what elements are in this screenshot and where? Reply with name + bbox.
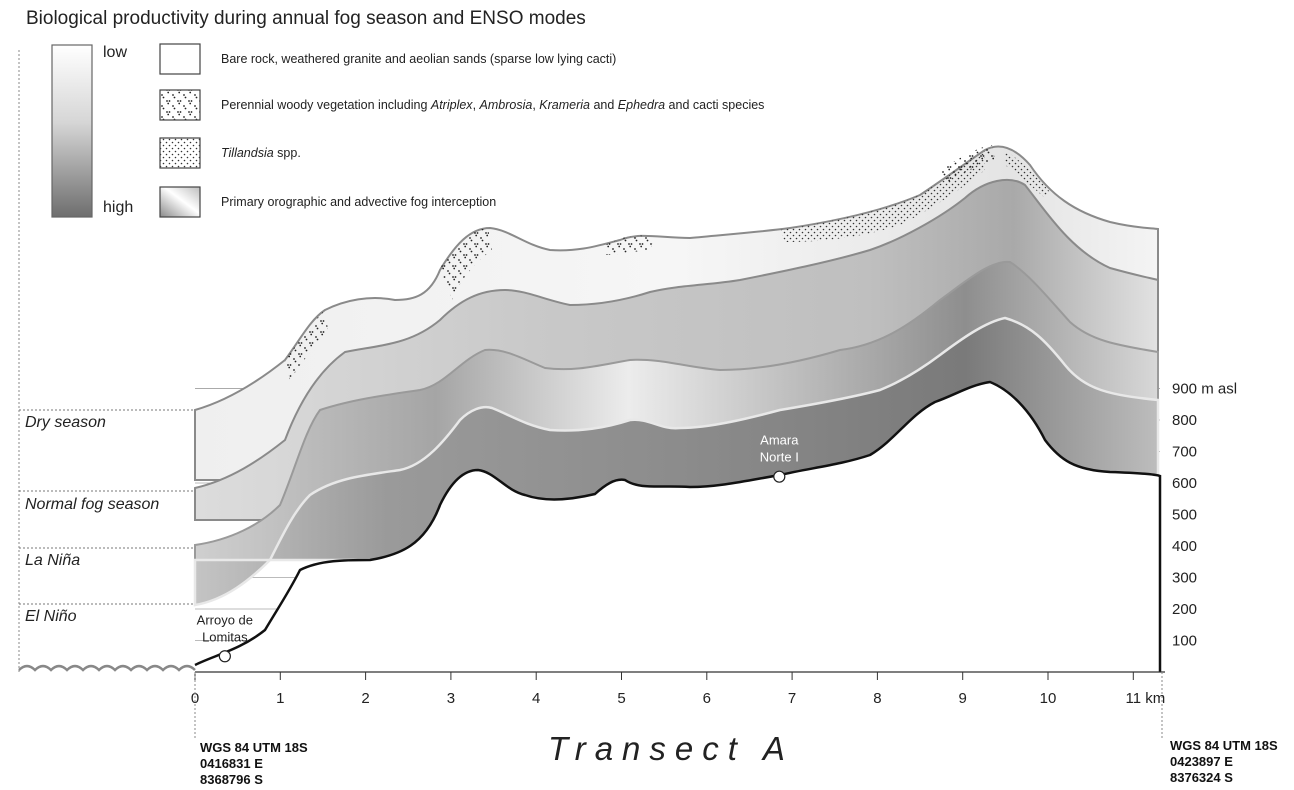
y-tick-label-700: 700 bbox=[1172, 444, 1197, 461]
x-tick-label-0: 0 bbox=[191, 690, 199, 707]
site-label-0-line2: Lomitas bbox=[202, 629, 248, 644]
x-tick-label-2: 2 bbox=[361, 690, 369, 707]
legend-fog-text: Primary orographic and advective fog int… bbox=[221, 195, 496, 209]
coords-right-easting: 0423897 E bbox=[1170, 754, 1233, 769]
site-label-1-line1: Amara bbox=[760, 433, 799, 448]
coords-right: WGS 84 UTM 18S 0423897 E 8376324 S bbox=[1170, 738, 1278, 786]
x-tick-label-4: 4 bbox=[532, 690, 540, 707]
figure-title: Biological productivity during annual fo… bbox=[26, 8, 586, 29]
y-tick-label-100: 100 bbox=[1172, 633, 1197, 650]
ground-fill bbox=[195, 382, 1160, 672]
x-tick-label-5: 5 bbox=[617, 690, 625, 707]
tillandsia-patch-2 bbox=[1005, 150, 1050, 198]
site-marker-1 bbox=[773, 470, 786, 483]
x-tick-label-1: 1 bbox=[276, 690, 284, 707]
legend-bare-rock-text: Bare rock, weathered granite and aeolian… bbox=[221, 52, 616, 66]
season-label-el-nino: El Niño bbox=[25, 608, 77, 625]
legend-tillandsia-text: Tillandsia spp. bbox=[221, 146, 301, 160]
ocean-waves bbox=[18, 664, 196, 672]
y-tick-label-600: 600 bbox=[1172, 475, 1197, 492]
y-tick-label-200: 200 bbox=[1172, 601, 1197, 618]
y-tick-label-800: 800 bbox=[1172, 412, 1197, 429]
x-tick-label-8: 8 bbox=[873, 690, 881, 707]
season-separators bbox=[19, 409, 195, 605]
season-label-normal-fog: Normal fog season bbox=[25, 496, 160, 513]
y-tick-label-400: 400 bbox=[1172, 538, 1197, 555]
scale-low-label: low bbox=[103, 44, 128, 61]
woody-patch-2 bbox=[440, 228, 492, 300]
coords-right-northing: 8376324 S bbox=[1170, 770, 1233, 785]
y-tick-label-300: 300 bbox=[1172, 570, 1197, 587]
scale-high-label: high bbox=[103, 199, 134, 216]
x-tick-label-7: 7 bbox=[788, 690, 796, 707]
coords-left-easting: 0416831 E bbox=[200, 756, 263, 771]
season-label-la-nina: La Niña bbox=[25, 552, 81, 569]
coords-left: WGS 84 UTM 18S 0416831 E 8368796 S bbox=[200, 740, 308, 788]
woody-patch-4 bbox=[940, 145, 995, 182]
season-label-dry: Dry season bbox=[25, 414, 106, 431]
tillandsia-swatch bbox=[159, 137, 201, 169]
woody-patch-3 bbox=[605, 235, 655, 255]
site-label-0-line1: Arroyo de bbox=[197, 612, 253, 627]
x-tick-label-10: 10 bbox=[1040, 690, 1057, 707]
x-tick-label-3: 3 bbox=[447, 690, 455, 707]
bare-rock-swatch bbox=[159, 43, 201, 75]
productivity-scale-bar bbox=[51, 44, 93, 218]
x-axis-unit: km bbox=[1145, 690, 1165, 707]
terrain-profile bbox=[194, 380, 1162, 672]
woody-patch-1 bbox=[285, 310, 328, 380]
site-label-1-line2: Norte I bbox=[760, 450, 799, 465]
coords-right-datum: WGS 84 UTM 18S bbox=[1170, 738, 1278, 753]
coords-left-northing: 8368796 S bbox=[200, 772, 263, 787]
legend-woody-text: Perennial woody vegetation including Atr… bbox=[221, 98, 764, 112]
x-tick-label-9: 9 bbox=[959, 690, 967, 707]
y-tick-label-500: 500 bbox=[1172, 507, 1197, 524]
site-marker-0 bbox=[218, 650, 231, 663]
tillandsia-patch-1 bbox=[780, 150, 985, 242]
y-axis-labels: 100 200 300 400 500 600 700 800 900 m asl bbox=[1172, 381, 1237, 650]
coords-left-datum: WGS 84 UTM 18S bbox=[200, 740, 308, 755]
x-tick-label-11: 11 bbox=[1126, 690, 1142, 707]
y-tick-label-900: 900 m asl bbox=[1172, 381, 1237, 398]
fog-interception-swatch bbox=[159, 186, 201, 218]
woody-vegetation-swatch bbox=[159, 89, 201, 121]
x-tick-label-6: 6 bbox=[703, 690, 711, 707]
transect-title: Transect A bbox=[548, 730, 794, 767]
